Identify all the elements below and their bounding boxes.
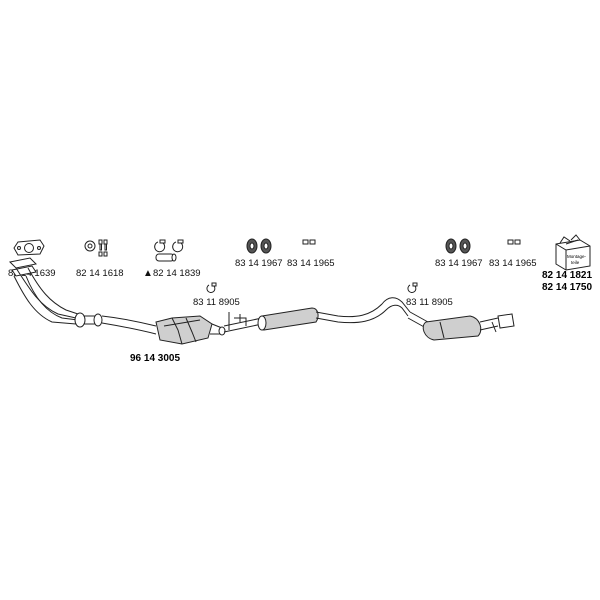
bolts-part[interactable] <box>84 239 108 257</box>
mounting-kit-part-number-2: 82 14 1750 <box>542 282 592 293</box>
rubber-mounts-front-part-number: 83 14 1967 <box>235 258 283 269</box>
rubber-mounts-rear-part-number: 83 14 1967 <box>435 258 483 269</box>
clamp-rear-on-line[interactable] <box>407 282 418 293</box>
clamp-set-part-number: 82 14 1839 <box>153 268 201 279</box>
hangers-rear-part-number: 83 14 1965 <box>489 258 537 269</box>
clamp-set-part[interactable] <box>154 239 184 262</box>
clamp-front-on-line[interactable] <box>206 282 247 330</box>
rubber-mounts-rear-part[interactable] <box>445 238 471 254</box>
catalytic-converter-part[interactable] <box>155 315 226 345</box>
pipe-to-front-muffler[interactable] <box>223 317 263 333</box>
bolts-part-number: 82 14 1618 <box>76 268 124 279</box>
mounting-kit-box-text-2: teile <box>571 260 580 265</box>
front-muffler-part[interactable] <box>257 307 319 331</box>
hangers-front-part-number: 83 14 1965 <box>287 258 335 269</box>
rear-muffler-part[interactable] <box>407 311 515 341</box>
rubber-mounts-front-part[interactable] <box>246 238 272 254</box>
hangers-rear-part[interactable] <box>507 239 521 245</box>
hangers-front-part[interactable] <box>302 239 316 245</box>
clamp-front-part-number: 83 11 8905 <box>193 297 240 308</box>
front-downpipe-part[interactable] <box>8 257 103 328</box>
clamp-rear-part-number: 83 11 8905 <box>406 297 453 308</box>
mounting-kit-part-number-1: 82 14 1821 <box>542 270 592 281</box>
mid-pipe-part[interactable] <box>101 315 157 335</box>
catalytic-converter-part-number: 96 14 3005 <box>130 353 180 364</box>
mounting-kit-box-text-1: Montage- <box>567 254 587 259</box>
warning-triangle-icon: ▲ <box>143 268 153 279</box>
mounting-kit-box-part[interactable]: Montage- teile <box>555 234 591 271</box>
gasket-part[interactable] <box>13 239 45 256</box>
gasket-part-number: 83 14 1639 <box>8 268 56 279</box>
intermediate-pipe-part[interactable] <box>315 297 411 324</box>
